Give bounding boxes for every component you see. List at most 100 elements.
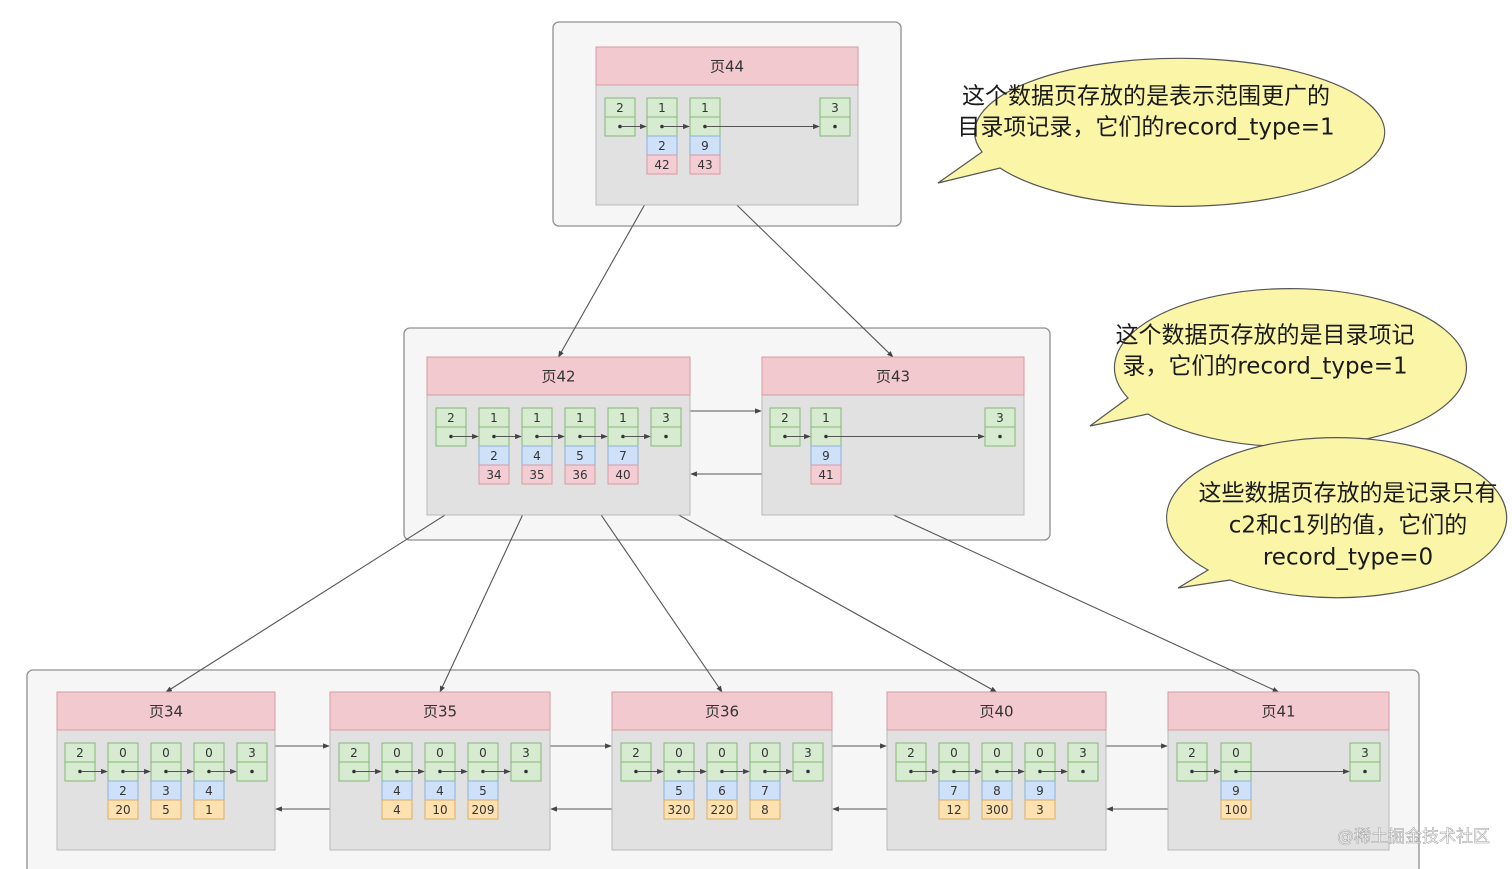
next-pointer-dot	[352, 769, 356, 774]
next-pointer-dot	[1190, 769, 1194, 774]
watermark: @稀土掘金技术社区	[1337, 827, 1490, 847]
value-label: 220	[711, 803, 734, 817]
callout-root-line-1: 这个数据页存放的是表示范围更广的	[962, 84, 1330, 110]
record-type-label: 0	[119, 746, 127, 760]
key-label: 2	[119, 784, 127, 798]
key-label: 9	[822, 449, 830, 463]
record-type-label: 3	[1079, 746, 1087, 760]
next-pointer-dot	[1081, 769, 1085, 774]
page-title: 页44	[710, 58, 744, 76]
child-page-edge	[622, 483, 998, 693]
value-cell	[663, 799, 695, 820]
value-cell	[424, 799, 456, 820]
key-label: 4	[205, 784, 213, 798]
next-pointer-dot	[634, 769, 638, 774]
next-pointer-dot	[703, 124, 707, 129]
next-pointer-dot	[806, 769, 810, 774]
callout-leaf-line-2: c2和c1列的值，它们的	[1229, 513, 1468, 539]
user-record: 093	[1024, 742, 1068, 820]
next-pointer-dot	[763, 769, 767, 774]
page-header	[595, 46, 859, 86]
record-type-label: 2	[907, 746, 915, 760]
next-pointer-dot	[720, 769, 724, 774]
key-label: 8	[993, 784, 1001, 798]
page-number-label: 42	[654, 158, 669, 172]
infimum-record: 2	[435, 407, 479, 447]
page-header	[426, 356, 691, 396]
key-label: 7	[761, 784, 769, 798]
next-pointer-dot	[449, 434, 453, 439]
key-label: 6	[718, 784, 726, 798]
next-pointer-dot	[438, 769, 442, 774]
key-label: 5	[479, 784, 487, 798]
value-cell	[193, 799, 225, 820]
record-type-label: 0	[675, 746, 683, 760]
next-pointer-dot	[1234, 769, 1238, 774]
page-title: 页35	[423, 703, 457, 721]
callout-root: 这个数据页存放的是表示范围更广的 目录项记录，它们的record_type=1	[937, 57, 1386, 207]
page-number-cell	[646, 154, 678, 175]
next-pointer-dot	[524, 769, 528, 774]
page-number-cell	[564, 464, 596, 485]
record-type-label: 0	[761, 746, 769, 760]
value-label: 12	[946, 803, 961, 817]
next-pointer-dot	[535, 434, 539, 439]
next-pointer-dot	[78, 769, 82, 774]
value-cell	[749, 799, 781, 820]
value-label: 5	[162, 803, 170, 817]
record-type-label: 1	[701, 101, 709, 115]
page-title: 页43	[876, 368, 910, 386]
callout-middle: 这个数据页存放的是目录项记 录，它们的record_type=1	[1089, 288, 1468, 448]
page-number-cell	[478, 464, 510, 485]
next-pointer-dot	[824, 434, 828, 439]
sibling-links	[275, 408, 1168, 812]
record-type-label: 0	[479, 746, 487, 760]
record-type-label: 2	[350, 746, 358, 760]
record-type-label: 1	[658, 101, 666, 115]
record-type-label: 1	[533, 411, 541, 425]
infimum-record: 2	[769, 407, 811, 447]
value-label: 300	[986, 803, 1009, 817]
value-label: 20	[115, 803, 130, 817]
key-label: 7	[950, 784, 958, 798]
record-type-label: 3	[248, 746, 256, 760]
next-pointer-dot	[621, 434, 625, 439]
key-label: 5	[576, 449, 584, 463]
next-pointer-dot	[952, 769, 956, 774]
record-type-label: 0	[1036, 746, 1044, 760]
value-label: 4	[393, 803, 401, 817]
value-label: 1	[205, 803, 213, 817]
callout-leaf-line-3: record_type=0	[1263, 545, 1433, 571]
next-pointer-dot	[677, 769, 681, 774]
value-label: 320	[668, 803, 691, 817]
value-cell	[938, 799, 970, 820]
callout-root-line-2: 目录项记录，它们的record_type=1	[957, 115, 1334, 141]
key-label: 4	[393, 784, 401, 798]
user-record: 035	[150, 742, 194, 820]
key-label: 4	[533, 449, 541, 463]
next-pointer-dot	[998, 434, 1002, 439]
record-type-label: 2	[632, 746, 640, 760]
callout-leaf-bubble	[1166, 437, 1508, 599]
record-type-label: 0	[205, 746, 213, 760]
page-number-label: 34	[486, 468, 501, 482]
next-pointer-dot	[664, 434, 668, 439]
page-header	[611, 691, 833, 731]
record-type-label: 2	[1188, 746, 1196, 760]
child-page-edge	[439, 483, 538, 693]
value-label: 100	[1225, 803, 1248, 817]
next-pointer-dot	[833, 124, 837, 129]
record-type-label: 1	[576, 411, 584, 425]
page-title: 页41	[1261, 703, 1295, 721]
page-number-cell	[689, 154, 721, 175]
value-cell	[381, 799, 413, 820]
